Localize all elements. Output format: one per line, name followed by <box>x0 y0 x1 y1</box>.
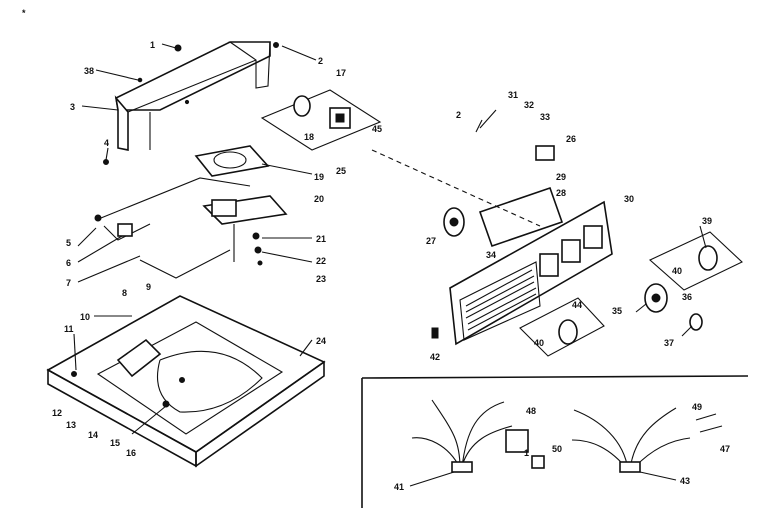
label-25: 25 <box>336 166 346 176</box>
part-37 <box>689 313 703 331</box>
label-2: 2 <box>318 56 323 66</box>
label-49: 49 <box>692 402 702 412</box>
label-33: 33 <box>540 112 550 122</box>
label-32: 32 <box>524 100 534 110</box>
control-panel-30 <box>449 200 613 346</box>
label-8: 8 <box>122 288 127 298</box>
label-12: 12 <box>52 408 62 418</box>
tray-part-19 <box>194 145 270 177</box>
label-26: 26 <box>566 134 576 144</box>
spring-31-33 <box>475 109 497 133</box>
label-31: 31 <box>508 90 518 100</box>
label-38: 38 <box>84 66 94 76</box>
label-41: 41 <box>394 482 404 492</box>
knob-44 <box>558 319 578 345</box>
label-42: 42 <box>430 352 440 362</box>
label-51: 1 <box>524 448 529 458</box>
label-43: 43 <box>680 476 690 486</box>
label-2b: 2 <box>456 110 461 120</box>
parts-box-17 <box>260 89 382 151</box>
label-29: 29 <box>556 172 566 182</box>
left-harness <box>94 177 251 279</box>
label-27: 27 <box>426 236 436 246</box>
corner-mark: * <box>22 8 26 18</box>
bracket-part-20 <box>202 195 288 266</box>
label-36: 36 <box>682 292 692 302</box>
label-30: 30 <box>624 194 634 204</box>
label-20: 20 <box>314 194 324 204</box>
label-17: 17 <box>336 68 346 78</box>
label-6: 6 <box>66 258 71 268</box>
label-5: 5 <box>66 238 71 248</box>
knob-44-box <box>519 297 605 357</box>
label-40b: 40 <box>534 338 544 348</box>
label-4: 4 <box>104 138 109 148</box>
label-18: 18 <box>304 132 314 142</box>
label-45: 45 <box>372 124 382 134</box>
label-24: 24 <box>316 336 326 346</box>
label-21: 21 <box>316 234 326 244</box>
label-9: 9 <box>146 282 151 292</box>
label-19: 19 <box>314 172 324 182</box>
label-13: 13 <box>66 420 76 430</box>
label-22: 22 <box>316 256 326 266</box>
harness-inset <box>361 375 749 508</box>
label-50: 50 <box>552 444 562 454</box>
label-47: 47 <box>720 444 730 454</box>
leader-lines <box>73 43 707 487</box>
label-7: 7 <box>66 278 71 288</box>
label-11: 11 <box>64 324 74 334</box>
label-3: 3 <box>70 102 75 112</box>
label-10: 10 <box>80 312 90 322</box>
screw-4 <box>103 159 109 165</box>
leader-dash-45 <box>371 149 541 227</box>
label-34: 34 <box>486 250 496 260</box>
screw-2 <box>273 42 279 48</box>
backguard-part-3 <box>114 41 271 151</box>
label-15: 15 <box>110 438 120 448</box>
label-35: 35 <box>612 306 622 316</box>
label-37: 37 <box>664 338 674 348</box>
knob-39 <box>698 245 718 271</box>
label-40: 40 <box>672 266 682 276</box>
label-44: 44 <box>572 300 582 310</box>
label-23: 23 <box>316 274 326 284</box>
knob-35 <box>644 283 668 313</box>
label-28: 28 <box>556 188 566 198</box>
part-labels: 1 2 38 3 4 17 18 45 25 19 20 21 22 23 5 … <box>52 40 730 492</box>
label-16: 16 <box>126 448 136 458</box>
screw-42 <box>431 327 439 339</box>
label-48: 48 <box>526 406 536 416</box>
label-14: 14 <box>88 430 98 440</box>
label-39: 39 <box>702 216 712 226</box>
control-board <box>443 145 564 248</box>
label-1: 1 <box>150 40 155 50</box>
knob-39-box <box>649 231 743 291</box>
